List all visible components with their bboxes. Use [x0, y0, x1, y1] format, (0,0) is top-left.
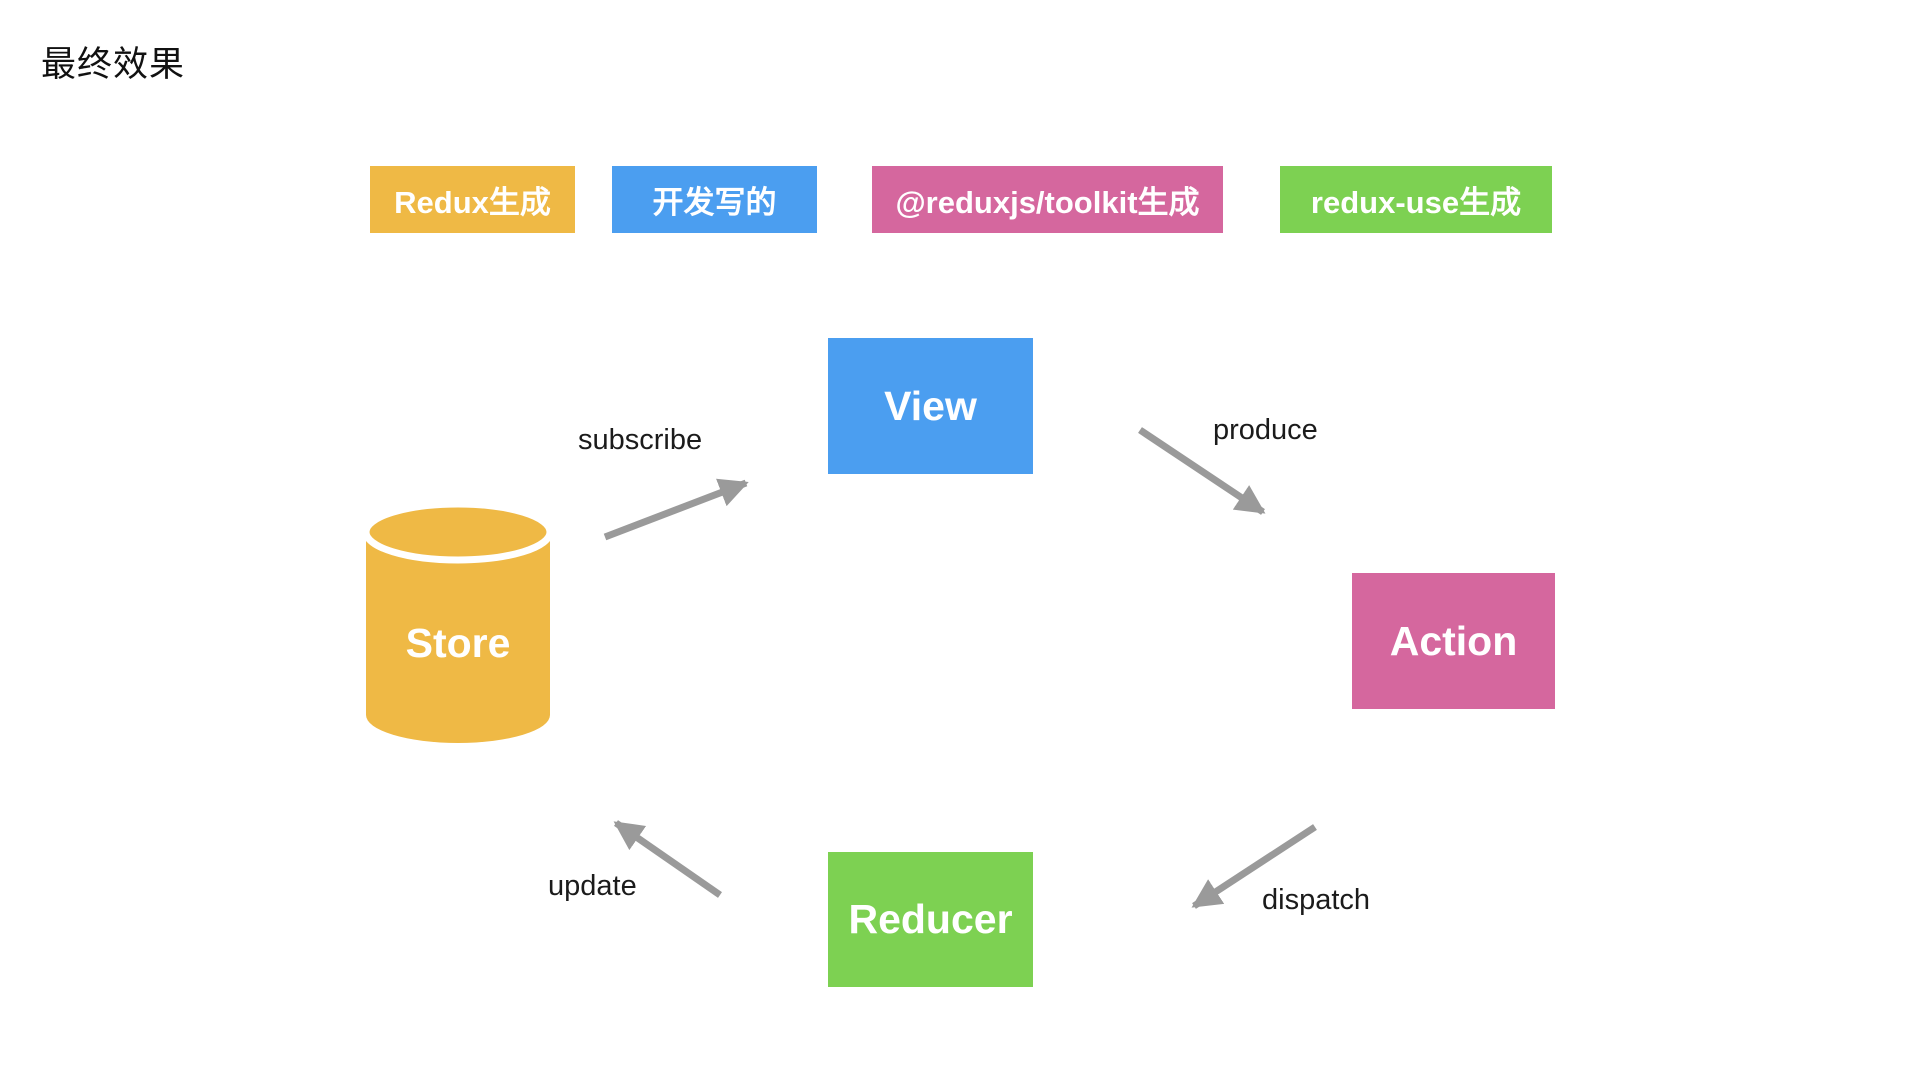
node-action-label: Action	[1389, 617, 1518, 664]
legend-item-developer-written: 开发写的	[612, 166, 817, 233]
edge-label-produce: produce	[1213, 414, 1318, 446]
legend-item-redux-generated: Redux生成	[370, 166, 575, 233]
edge-label-update: update	[548, 870, 637, 902]
node-view-label: View	[884, 382, 977, 429]
node-view: View	[828, 338, 1033, 474]
node-action: Action	[1352, 573, 1555, 709]
edge-label-dispatch: dispatch	[1262, 884, 1371, 916]
legend-item-redux-use-generated: redux-use生成	[1280, 166, 1552, 233]
subscribe-arrow	[603, 478, 749, 541]
legend-item-toolkit-generated: @reduxjs/toolkit生成	[872, 166, 1223, 233]
node-reducer: Reducer	[828, 852, 1033, 987]
edge-label-subscribe: subscribe	[578, 424, 703, 456]
page-title: 最终效果	[41, 45, 186, 84]
node-store-label: Store	[405, 620, 511, 666]
node-reducer-label: Reducer	[848, 896, 1013, 942]
